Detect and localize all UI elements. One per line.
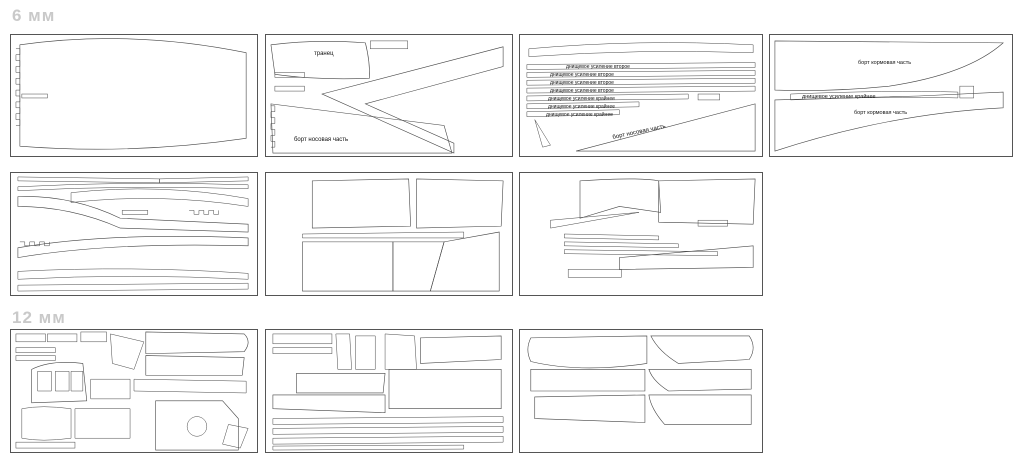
sheet-6mm-2: транец борт носовая часть xyxy=(265,34,513,157)
label-stern-side-1: борт кормовая часть xyxy=(858,60,912,66)
sheet-6mm-4: борт кормовая часть днищевое усиление кр… xyxy=(769,34,1013,157)
label-bottom-second-2: днищевое усиление второе xyxy=(550,72,614,78)
label-bottom-second-4: днищевое усиление второе xyxy=(550,88,614,94)
part-12mm-hull-sides xyxy=(527,335,754,425)
part-frames xyxy=(17,176,249,292)
part-bottom-panel xyxy=(15,38,247,150)
label-bottom-outer-3: днищевое усиление крайнее xyxy=(546,112,613,118)
label-bottom-second-3: днищевое усиление второе xyxy=(550,80,614,86)
part-12mm-strips xyxy=(272,333,504,451)
part-bow-side xyxy=(270,40,504,154)
label-stern-side-2: борт кормовая часть xyxy=(854,110,908,116)
part-stern-side xyxy=(774,40,1004,152)
part-misc xyxy=(550,178,756,278)
sheet-12mm-1 xyxy=(10,329,258,453)
sheet-6mm-3: днищевое усиление второе днищевое усилен… xyxy=(519,34,763,157)
label-bottom-outer-2: днищевое усиление крайнее xyxy=(548,104,615,110)
sheet-12mm-3 xyxy=(519,329,763,453)
label-bottom-second-1: днищевое усиление второе xyxy=(566,64,630,70)
section-title-12mm: 12 мм xyxy=(12,308,66,327)
sheet-12mm-2 xyxy=(265,329,513,453)
sheet-6mm-5 xyxy=(10,172,258,296)
section-title-6mm: 6 мм xyxy=(12,6,56,25)
sheet-6mm-7 xyxy=(519,172,763,296)
label-bottom-outer-1: днищевое усиление крайнее xyxy=(548,96,615,102)
part-panels xyxy=(302,178,504,292)
label-bow-side: борт носовая часть xyxy=(294,137,349,143)
sheet-6mm-6 xyxy=(265,172,513,296)
part-reinforcement-strips xyxy=(526,42,756,152)
sheet-6mm-1 xyxy=(10,34,258,157)
label-transom: транец xyxy=(314,51,334,57)
label-bottom-outer-4: днищевое усиление крайнее xyxy=(802,94,876,100)
part-12mm-dense xyxy=(15,331,249,451)
